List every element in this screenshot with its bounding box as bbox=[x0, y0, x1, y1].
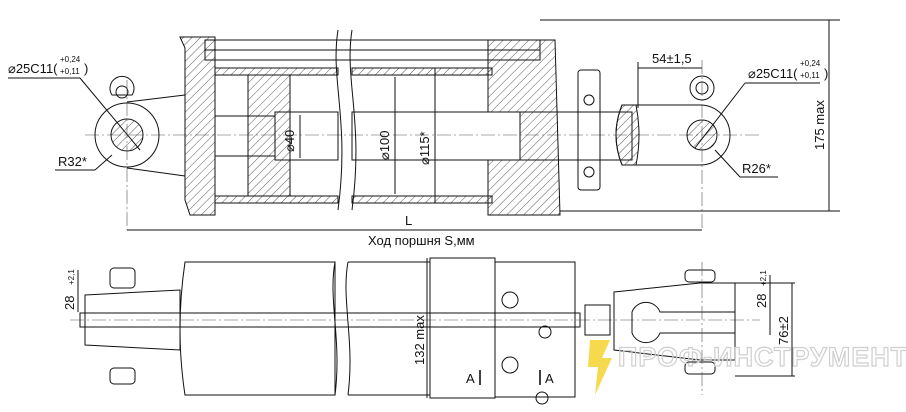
pin-right-tol-low: +0,11 bbox=[800, 71, 820, 80]
length-label: L bbox=[405, 213, 412, 228]
stroke-label: Ход поршня S,мм bbox=[368, 233, 475, 248]
section-a-left: A bbox=[466, 371, 475, 386]
watermark: ПРОФ-ИНСТРУМЕНТ bbox=[588, 340, 906, 395]
rod-left bbox=[274, 111, 339, 161]
right-clevis-eye bbox=[615, 60, 731, 230]
tube-upper-left bbox=[214, 67, 339, 76]
slot-right-tol: +2,1 bbox=[759, 270, 768, 286]
fork-width: 76±2 bbox=[776, 316, 791, 345]
slot-right-value: 28 bbox=[754, 294, 769, 308]
tube-upper-right bbox=[351, 67, 493, 76]
rear-cap bbox=[179, 36, 216, 216]
front-gland bbox=[487, 39, 561, 216]
pin-left-close: ) bbox=[84, 61, 88, 76]
radius-right: R26* bbox=[742, 161, 771, 176]
tube-plan-left bbox=[179, 261, 336, 396]
section-a-right: A bbox=[545, 371, 554, 386]
tube-lower-left bbox=[214, 195, 339, 204]
pin-right-tol-up: +0,24 bbox=[800, 59, 821, 68]
head-plan bbox=[494, 261, 576, 398]
coupling bbox=[584, 304, 611, 336]
rod-dia: ⌀40 bbox=[282, 130, 297, 152]
rod-plan bbox=[79, 312, 581, 328]
rod-right bbox=[351, 111, 633, 161]
slot-left-tol: +2,1 bbox=[67, 269, 76, 285]
pin-left-dia: ⌀25C11( bbox=[8, 61, 58, 76]
pin-right-dia: ⌀25C11( bbox=[748, 66, 798, 81]
bore-dia: ⌀100 bbox=[377, 130, 392, 160]
left-clevis-eye bbox=[94, 75, 186, 230]
width-max: 132 max bbox=[412, 315, 427, 365]
right-fork-plan bbox=[613, 282, 736, 361]
pin-left-tol-low: +0,11 bbox=[60, 67, 80, 76]
pin-left-tol-up: +0,24 bbox=[60, 55, 81, 64]
pin-right-close: ) bbox=[824, 66, 828, 81]
break-line bbox=[335, 29, 343, 211]
flange bbox=[577, 69, 601, 191]
eye-offset: 54±1,5 bbox=[652, 51, 692, 66]
height-max: 175 max bbox=[812, 100, 827, 150]
watermark-text: ПРОФ-ИНСТРУМЕНТ bbox=[618, 342, 906, 372]
outer-dia: ⌀115* bbox=[417, 131, 432, 165]
lightning-logo-icon bbox=[588, 340, 612, 395]
top-view: ⌀25C11( +0,24 +0,11 ) R32* ⌀40 ⌀100 ⌀115… bbox=[8, 19, 840, 248]
tube-lower-right bbox=[351, 195, 493, 204]
gland-plan bbox=[429, 257, 496, 399]
bottom-view: 28 +2,1 132 max 28 +2,1 76±2 A A bbox=[62, 257, 795, 405]
slot-left-value: 28 bbox=[62, 296, 77, 310]
radius-left: R32* bbox=[58, 154, 87, 169]
